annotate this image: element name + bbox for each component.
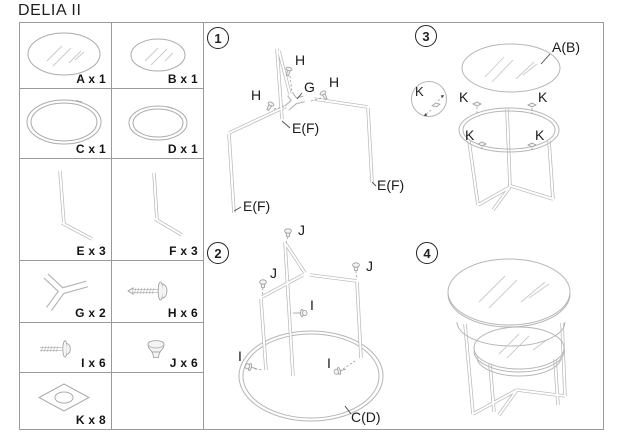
part-cell-i: I x 6 (20, 323, 112, 373)
glass-top (461, 43, 561, 93)
part-cell-d: D x 1 (112, 89, 204, 159)
screw-icon (127, 281, 168, 301)
part-label-c: C x 1 (75, 142, 106, 156)
part-cell-f: F x 3 (112, 159, 204, 261)
leg-short-icon (152, 172, 183, 237)
adhesive-pad-icon (472, 101, 482, 107)
cap-glide-icon (259, 279, 267, 289)
glass-top-large-icon (27, 32, 101, 76)
part-label-a: A x 1 (76, 72, 106, 86)
label-i-left: I (238, 348, 242, 364)
part-label-f: F x 3 (169, 244, 198, 258)
label-i-right: I (327, 355, 331, 371)
step-2-badge: 2 (207, 242, 229, 264)
label-g: G (304, 79, 315, 95)
sheet-frame (19, 22, 604, 430)
part-cell-c: C x 1 (20, 89, 112, 159)
parts-table: A x 1 B x 1 C x 1 D x 1 E x 3 (20, 23, 204, 429)
part-label-e: E x 3 (76, 244, 106, 258)
label-ab: A(B) (552, 39, 580, 55)
cap-glide-icon (284, 228, 292, 238)
page-title: DELIA II (18, 2, 82, 19)
glass-top-small-icon (130, 38, 186, 72)
adhesive-pad-icon (37, 383, 91, 412)
y-connector-icon (43, 273, 88, 312)
bolt-icon (40, 340, 71, 358)
ring-frame-large (238, 330, 384, 422)
ring-frame (458, 107, 560, 212)
step-1-diagram: H H H G E(F) E(F) E(F) (227, 48, 404, 214)
label-cd: C(D) (351, 409, 381, 425)
label-h-left: H (251, 87, 261, 103)
step-3-diagram: A(B) K K K K K (411, 39, 580, 212)
part-label-i: I x 6 (81, 356, 106, 370)
label-j-top: J (298, 222, 305, 238)
bolt-icon (294, 308, 308, 318)
cap-glide-icon (352, 262, 360, 272)
label-j-left: J (270, 265, 277, 281)
part-label-g: G x 2 (75, 306, 106, 320)
part-cell-empty (112, 373, 204, 429)
step-1-badge: 1 (207, 27, 229, 49)
part-cell-k: K x 8 (20, 373, 112, 429)
cap-glide-icon (147, 340, 165, 358)
label-j-right: J (366, 258, 373, 274)
part-cell-e: E x 3 (20, 159, 112, 261)
label-ef-left: E(F) (243, 198, 270, 214)
label-ef-top: E(F) (292, 120, 319, 136)
part-label-k: K x 8 (75, 413, 106, 427)
step-2-diagram: J J J I I I C(D) (238, 222, 384, 425)
bolt-icon (332, 365, 348, 377)
adhesive-pad-icon (431, 101, 441, 109)
ring-frame-large-icon (26, 99, 102, 145)
label-k-back-left: K (459, 89, 469, 105)
adhesive-pad-icon (527, 142, 537, 148)
label-h-right: H (329, 74, 339, 90)
leg-frame-lines (259, 241, 363, 377)
bolt-icon (243, 361, 259, 373)
label-k-front-left: K (465, 127, 475, 143)
label-k-detail: K (415, 84, 424, 99)
label-k-front-right: K (535, 127, 545, 143)
part-cell-b: B x 1 (112, 23, 204, 89)
step-4-diagram (447, 258, 571, 416)
part-label-j: J x 6 (169, 356, 198, 370)
part-cell-g: G x 2 (20, 261, 112, 323)
part-cell-h: H x 6 (112, 261, 204, 323)
step-4-badge: 4 (416, 242, 438, 264)
leg-frame-lines (227, 48, 374, 214)
part-label-b: B x 1 (167, 72, 198, 86)
adhesive-pad-icon (477, 141, 487, 147)
label-h-top: H (295, 52, 305, 68)
ring-frame-small-icon (128, 105, 188, 141)
label-ef-right: E(F) (377, 177, 404, 193)
label-i-mid: I (310, 297, 314, 313)
part-cell-j: J x 6 (112, 323, 204, 373)
part-cell-a: A x 1 (20, 23, 112, 89)
leg-long-icon (58, 170, 93, 241)
screw-icon (264, 100, 275, 112)
label-k-back-right: K (538, 89, 548, 105)
adhesive-pad-icon (527, 102, 537, 108)
part-label-h: H x 6 (167, 306, 198, 320)
pad-detail-bubble (411, 81, 447, 117)
step-3-badge: 3 (415, 25, 437, 47)
part-label-d: D x 1 (167, 142, 198, 156)
nested-tables (447, 258, 571, 416)
